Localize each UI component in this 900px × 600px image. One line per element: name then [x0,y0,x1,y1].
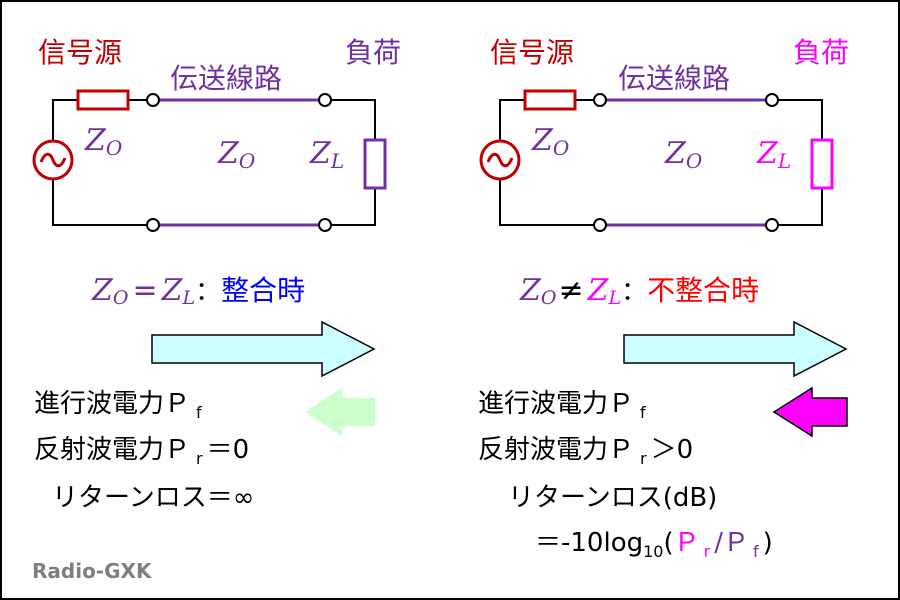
right-load-resistor [810,138,834,190]
left-source-label: 信号源 [38,36,122,69]
right-load-label: 負荷 [793,36,849,69]
right-z-source: ZO [531,123,569,160]
left-load-label: 負荷 [345,36,401,69]
left-terminal-out-top [318,93,332,107]
credit-label: Radio-GXK [32,559,153,583]
left-load-resistor [363,138,387,190]
left-wire-source-bottom [52,178,147,226]
right-source-resistor [523,89,577,111]
right-wire-load-top [778,99,823,140]
right-return-loss: リターンロス(dB) [508,483,717,513]
left-wire-load-bottom [331,188,376,226]
right-terminal-out-bottom [765,218,779,232]
left-wire-load-top [331,99,376,140]
left-reflected-arrow-faint-icon [305,387,376,437]
left-return-loss: リターンロス＝∞ [52,483,254,513]
left-terminal-in-bottom [146,218,160,232]
right-ac-wave-icon [486,152,514,168]
right-wire-source-bottom [499,178,594,226]
left-terminal-out-bottom [318,218,332,232]
left-source-resistor [76,89,130,111]
right-z-line: ZO [664,136,702,173]
right-forward-arrow-icon [623,320,848,378]
right-circuit: 信号源 伝送線路 負荷 ZO ZO ZL [479,36,849,232]
left-forward-arrow-icon [151,320,376,378]
left-terminal-in-top [146,93,160,107]
right-source-label: 信号源 [490,36,574,69]
right-wire-source-top [499,99,525,142]
left-line-label: 伝送線路 [170,62,282,95]
right-reflected-arrow-icon [772,386,848,438]
left-z-source: ZO [84,123,122,160]
right-line-label: 伝送線路 [618,62,730,95]
left-ac-wave-icon [39,152,67,168]
left-z-line: ZO [217,136,255,173]
left-condition: ZO=ZL：整合時 [91,273,305,309]
right-terminal-out-top [765,93,779,107]
right-z-load: ZL [756,136,791,173]
right-wire-load-bottom [778,188,823,226]
left-wire-source-top [52,99,78,142]
left-z-load: ZL [309,136,344,173]
right-terminal-in-bottom [593,218,607,232]
right-terminal-in-top [593,93,607,107]
left-circuit: 信号源 伝送線路 負荷 ZO ZO ZL [32,36,401,232]
right-condition: ZO≠ZL：不整合時 [519,273,759,309]
